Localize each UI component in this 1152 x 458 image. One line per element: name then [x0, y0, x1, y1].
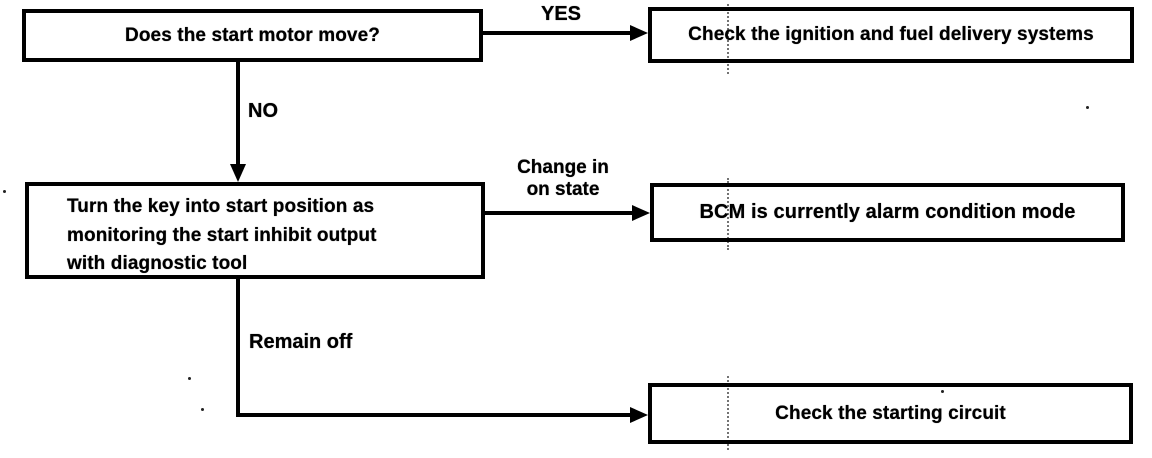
node-check-starting-circuit: Check the starting circuit: [648, 383, 1133, 444]
edge-no-arrowhead-icon: [230, 164, 246, 182]
node-bcm-alarm: BCM is currently alarm condition mode: [650, 183, 1125, 242]
node-check-ignition: Check the ignition and fuel delivery sys…: [648, 7, 1134, 63]
edge-remain-vline: [236, 277, 240, 417]
node-turn-key: Turn the key into start position as moni…: [25, 182, 485, 279]
scan-speck: [1086, 106, 1089, 109]
node-turn-key-line3: with diagnostic tool: [67, 253, 248, 274]
edge-yes-label: YES: [540, 3, 582, 25]
node-turn-key-line2: monitoring the start inhibit output: [67, 224, 377, 246]
edge-yes-arrowhead-icon: [630, 25, 648, 41]
scan-speck: [3, 190, 6, 193]
node-start-motor-question: Does the start motor move?: [22, 9, 483, 62]
edge-remain-hline: [236, 413, 632, 417]
node-start-motor-label: Does the start motor move?: [125, 24, 380, 46]
edge-remain-arrowhead-icon: [630, 407, 648, 423]
node-check-ignition-label: Check the ignition and fuel delivery sys…: [688, 24, 1094, 45]
scan-fold-mark: [727, 178, 729, 250]
scan-fold-mark: [727, 4, 729, 74]
edge-change-arrowhead-icon: [632, 205, 650, 221]
edge-yes-line: [483, 31, 633, 35]
edge-remain-label: Remain off: [249, 331, 353, 353]
edge-change-label-line2: on state: [526, 179, 600, 200]
edge-no-line: [236, 60, 240, 168]
node-bcm-alarm-label: BCM is currently alarm condition mode: [699, 201, 1076, 223]
scan-speck: [941, 390, 944, 393]
scan-speck: [201, 408, 204, 411]
scan-speck: [188, 377, 191, 380]
scan-fold-mark: [727, 376, 729, 450]
node-check-starting-circuit-label: Check the starting circuit: [775, 402, 1006, 424]
edge-change-label: Change in on state: [500, 157, 626, 201]
edge-change-label-line1: Change in: [517, 157, 609, 178]
edge-change-line: [485, 211, 633, 215]
edge-no-label: NO: [248, 100, 278, 122]
node-turn-key-line1: Turn the key into start position as: [67, 196, 375, 217]
